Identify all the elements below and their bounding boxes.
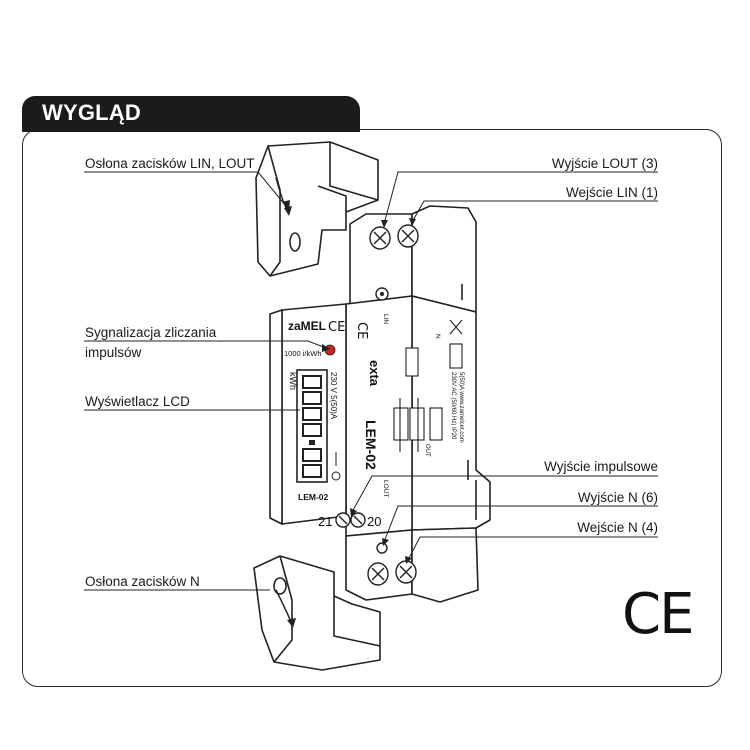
content-frame [22,129,722,687]
out-label: OUT [424,444,430,457]
label-cover-bottom: Osłona zacisków N [85,574,200,589]
ce-front: CE [354,322,369,339]
model-label-front: LEM-02 [298,492,329,502]
wiring-schematic [393,319,463,452]
model-label-side: LEM-02 [363,420,379,470]
ce-small: CE [328,320,345,335]
label-input-lin: Wejście LIN (1) [565,185,658,200]
label-input-n: Wejście N (4) [577,520,658,535]
leader-cover-top [84,171,287,207]
leader-output-lout [383,171,658,225]
leader-pulse-output [351,475,658,513]
screw-n-in [395,560,417,584]
lout-label: LOUT [382,480,389,497]
top-terminal-cover [255,141,379,277]
lin-label: LIN [382,314,389,324]
leader-input-n [407,536,658,561]
meter-body [269,205,491,603]
label-pulse-signal-line1: Sygnalizacja zliczania [85,325,217,340]
section-title: WYGLĄD [42,100,141,125]
pulse-terminals [335,512,366,528]
leader-pulse-signal [84,340,327,349]
label-lcd: Wyświetlacz LCD [85,394,190,409]
leader-output-n [383,505,658,543]
kwh-unit-label: kWh [288,372,298,390]
terminal-21-label: 21 [318,514,332,529]
exta-logo: exta [367,360,382,387]
leader-lines [84,171,658,591]
ce-mark: CE [622,582,694,647]
leader-input-lin [411,200,658,223]
n-label: N [434,334,441,339]
screw-n-out [367,562,389,586]
screw-lin [397,224,419,248]
brand-logo: zaMEL [288,319,326,333]
label-output-lout: Wyjście LOUT (3) [551,156,658,171]
label-pulse-output: Wyjście impulsowe [544,459,658,474]
label-pulse-signal-line2: impulsów [85,345,142,360]
terminal-20-label: 20 [367,514,381,529]
specs-label: 230V AC (50/60 Hz) IP20 [450,372,456,440]
specs-label-2: 5(50)A www.zamelcet.com [458,372,464,443]
lcd-display [296,369,328,483]
rating-label: 230 V 5(50)A [329,372,338,420]
section-header-tab [22,96,360,132]
screw-lout [369,226,391,250]
label-cover-top: Osłona zacisków LIN, LOUT [85,156,255,171]
pulse-rate-label: 1000 i/kWh [284,349,322,358]
label-output-n: Wyjście N (6) [577,490,658,505]
